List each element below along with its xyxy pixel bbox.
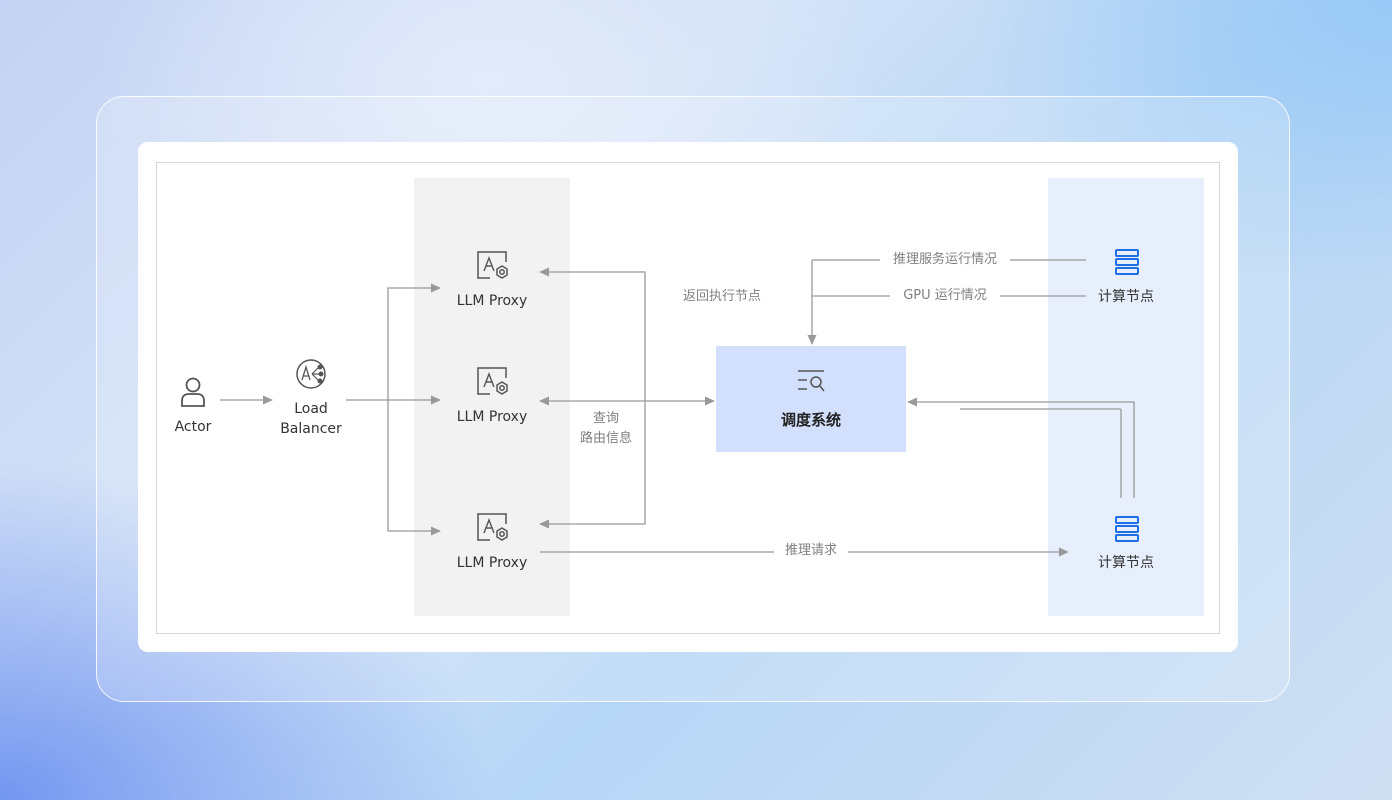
edge-compute-to-scheduler-a: [907, 397, 1135, 498]
edge-lb-to-proxy-1: [387, 283, 441, 400]
edge-return-to-proxy-1: [539, 267, 646, 401]
compute-1-label: 计算节点: [1098, 289, 1154, 305]
search-list-icon: [798, 370, 825, 392]
load-balancer-label: Load Balancer: [280, 401, 342, 437]
server-stack-icon: [1115, 249, 1139, 275]
query-route-label: 查询 路由信息: [579, 411, 632, 446]
edge-return-to-proxy-3: [539, 401, 646, 529]
compute-2-label: 计算节点: [1098, 555, 1154, 571]
proxy-2-label: LLM Proxy: [456, 409, 528, 425]
proxy-3-label: LLM Proxy: [456, 555, 528, 571]
scheduler-box: [716, 346, 906, 452]
edge-lb-to-proxy-3: [387, 400, 441, 536]
return-exec-node-label: 返回执行节点: [682, 289, 761, 304]
load-balancer-icon: [296, 359, 326, 389]
user-icon: [181, 377, 205, 407]
inference-request-label: 推理请求: [784, 543, 837, 558]
llm-proxy-icon: [477, 367, 508, 395]
llm-proxy-icon: [477, 251, 508, 279]
inference-status-label: 推理服务运行情况: [892, 252, 997, 267]
actor-label: Actor: [174, 419, 212, 435]
scheduler-label: 调度系统: [780, 411, 841, 429]
diagram-border: [156, 162, 1220, 634]
llm-proxy-icon: [477, 513, 508, 541]
gpu-status-label: GPU 运行情况: [903, 288, 987, 303]
server-stack-icon: [1115, 516, 1139, 542]
proxy-1-label: LLM Proxy: [456, 293, 528, 309]
